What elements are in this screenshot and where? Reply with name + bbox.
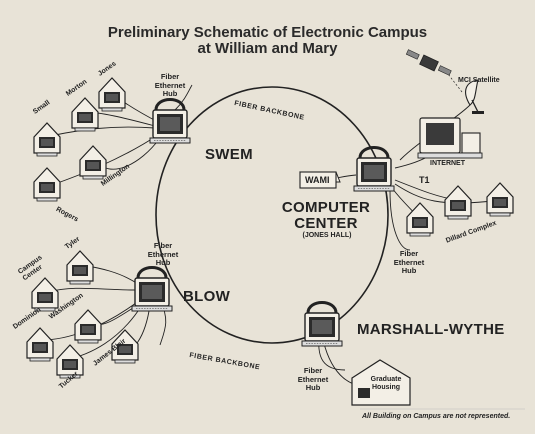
mci-satellite-icon — [405, 49, 452, 76]
footnote: All Building on Campus are not represent… — [362, 413, 511, 420]
marshall-wythe-hub-label: Fiber Ethernet Hub — [297, 366, 329, 392]
marshall-wythe-name: MARSHALL-WYTHE — [357, 321, 505, 338]
blow-hub-label: Fiber Ethernet Hub — [147, 241, 179, 267]
computer-center-sub: (JONES HALL) — [302, 232, 352, 239]
graduate-housing-building-icon — [351, 359, 411, 406]
swem-name: SWEM — [205, 146, 253, 163]
computer-center-hub-label: Fiber Ethernet Hub — [393, 249, 425, 275]
fiber-backbone-ring — [155, 86, 389, 344]
computer-center-name: COMPUTER CENTER — [281, 199, 371, 232]
wami-box — [299, 171, 341, 189]
mci-satellite-label: MCI Satellite — [458, 77, 500, 84]
wami-label: WAMI — [305, 175, 330, 185]
swem-hub-label: Fiber Ethernet Hub — [154, 72, 186, 98]
t1-label: T1 — [419, 175, 430, 185]
graduate-housing-label: Graduate Housing — [370, 376, 402, 391]
title-line2: at William and Mary — [197, 40, 338, 57]
internet-label: INTERNET — [430, 160, 465, 167]
title-line1: Preliminary Schematic of Electronic Camp… — [107, 24, 428, 41]
internet-computer-icon — [417, 117, 483, 159]
blow-name: BLOW — [183, 288, 231, 305]
satellite-dish-icon — [447, 73, 484, 114]
